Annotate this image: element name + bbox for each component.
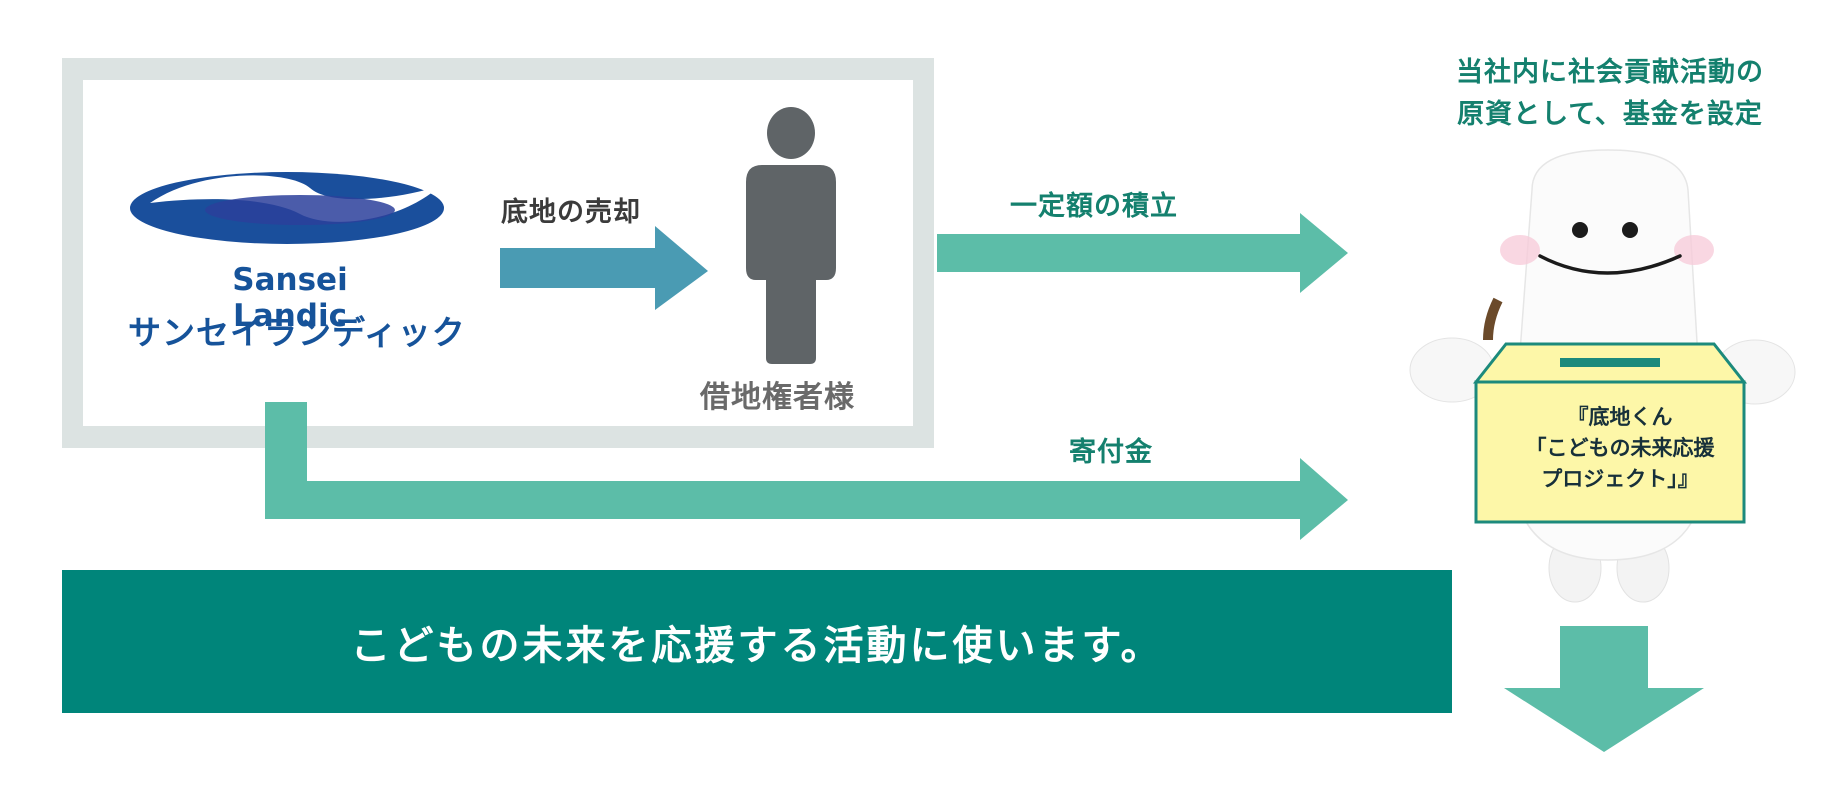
reserve-label: 一定額の積立	[1010, 191, 1178, 222]
donation-label: 寄付金	[1069, 437, 1153, 468]
fund-line-2: 原資として、基金を設定	[1457, 99, 1763, 130]
logo-name-ja: サンセイランディック	[128, 313, 466, 352]
sale-label: 底地の売却	[501, 197, 641, 228]
person-icon	[746, 107, 836, 364]
purpose-banner: こどもの未来を応援する活動に使います。	[62, 570, 1452, 713]
person-label: 借地権者様	[700, 380, 855, 415]
donation-arrow	[265, 402, 1348, 540]
down-arrow	[1504, 626, 1704, 752]
fund-line-1: 当社内に社会貢献活動の	[1456, 57, 1764, 88]
sale-arrow	[500, 226, 708, 310]
donation-box-line-3: プロジェクト」』	[1541, 467, 1699, 491]
donation-box-line-1: 『底地くん	[1567, 405, 1673, 429]
reserve-arrow	[937, 213, 1348, 293]
logo-name-en: Sansei Landic	[232, 262, 348, 334]
sansei-landic-logo-mark	[130, 172, 444, 244]
donation-box-line-2: 「こどもの未来応援	[1525, 436, 1715, 460]
donation-box	[1472, 342, 1748, 524]
purpose-banner-text: こどもの未来を応援する活動に使います。	[350, 622, 1164, 669]
donation-box-label: 『底地くん 「こどもの未来応援 プロジェクト」』	[1485, 402, 1755, 495]
fund-description: 当社内に社会貢献活動の 原資として、基金を設定	[1420, 52, 1800, 136]
